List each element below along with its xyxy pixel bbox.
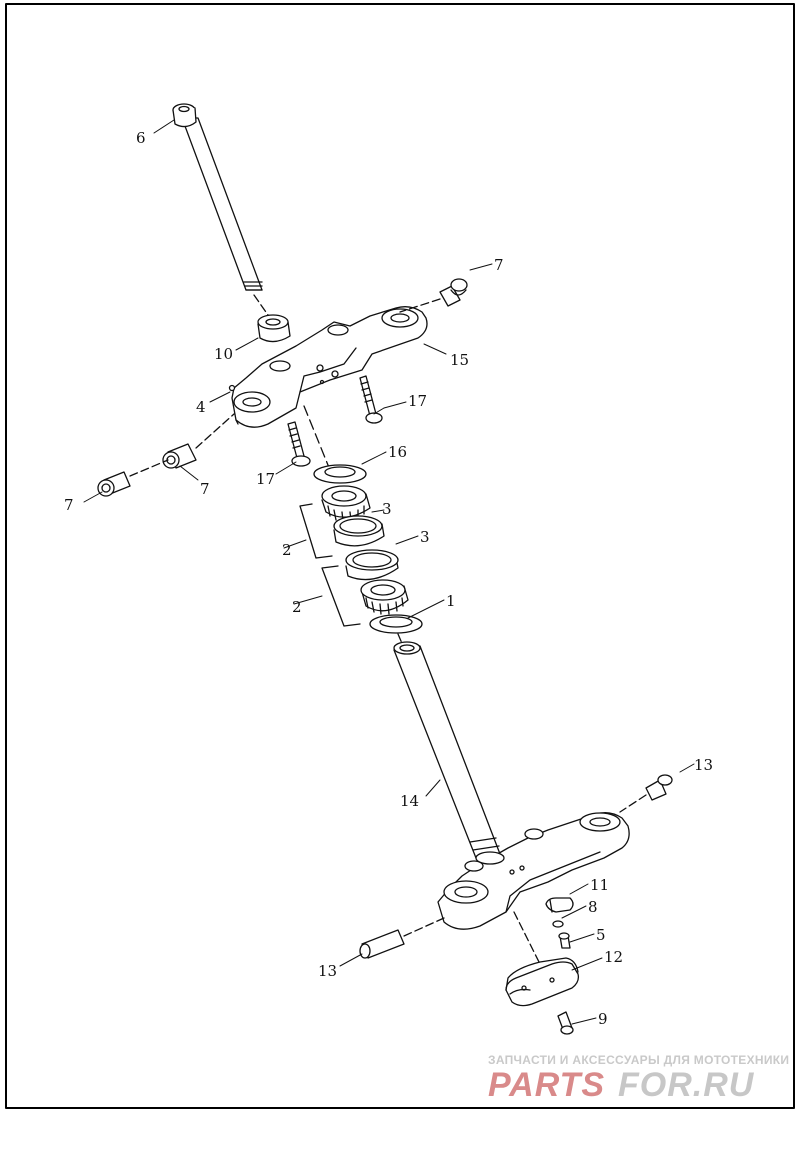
lower-triple-clamp <box>437 812 630 930</box>
callout-12: 12 <box>604 948 623 966</box>
center-axis-upper <box>303 405 331 471</box>
part-15-upper-triple-clamp <box>231 306 428 428</box>
part-9-bolt <box>557 1011 574 1035</box>
callout-16: 16 <box>388 443 407 461</box>
part-3-race-lower <box>345 549 399 581</box>
part-7-bolt-left-lower <box>97 459 169 497</box>
part-4-set-screw <box>228 384 236 392</box>
callout-6: 6 <box>136 129 146 147</box>
callout-7-left-lower: 7 <box>64 496 74 514</box>
part-6-long-bolt <box>172 103 276 326</box>
callout-13-lower: 13 <box>318 962 337 980</box>
callout-1: 1 <box>446 592 456 610</box>
bracket-2 <box>299 503 361 627</box>
part-17-bolt-left <box>287 421 311 467</box>
part-3-race-upper <box>333 515 385 547</box>
callout-3-lower: 3 <box>420 528 430 546</box>
callout-15: 15 <box>450 351 469 369</box>
part-2-bearing-lower <box>360 579 409 615</box>
part-7-bolt-left-upper <box>162 413 235 469</box>
part-13-pin-lower <box>359 917 445 959</box>
callout-9: 9 <box>598 1010 608 1028</box>
center-axis-lower <box>513 911 541 965</box>
part-2-bearing-upper <box>321 485 371 522</box>
callout-14: 14 <box>400 792 419 810</box>
watermark-tagline: ЗАПЧАСТИ И АКСЕССУАРЫ ДЛЯ МОТОТЕХНИКИ <box>488 1053 789 1067</box>
part-13-pin-upper <box>619 774 673 813</box>
watermark-logo-right: FOR.RU <box>618 1066 755 1104</box>
part-10-bushing <box>257 314 291 343</box>
frame-border <box>5 3 795 1109</box>
callout-5: 5 <box>596 926 606 944</box>
callout-4: 4 <box>196 398 206 416</box>
callout-17-right: 17 <box>408 392 427 410</box>
callout-10: 10 <box>214 345 233 363</box>
callout-3-upper: 3 <box>382 500 392 518</box>
callout-2-upper: 2 <box>282 541 292 559</box>
part-1-lower-seal <box>369 614 423 634</box>
part-16-seal-washer <box>313 464 367 484</box>
part-11-clip <box>545 897 574 913</box>
callout-2-lower: 2 <box>292 598 302 616</box>
callout-8: 8 <box>588 898 598 916</box>
callout-11: 11 <box>590 876 609 894</box>
callout-13-upper: 13 <box>694 756 713 774</box>
callout-17-left: 17 <box>256 470 275 488</box>
part-7-bolt-top <box>399 278 468 313</box>
leader-lines <box>83 119 695 1025</box>
part-8-small-washer <box>552 920 564 928</box>
part-12-stop-block <box>505 957 580 1007</box>
part-17-bolt-right <box>359 375 383 424</box>
watermark-logo-left: PARTS <box>488 1066 605 1104</box>
callout-labels: 6 7 10 15 4 17 16 17 7 7 3 3 2 1 2 13 14… <box>64 129 713 1028</box>
watermark: ЗАПЧАСТИ И АКСЕССУАРЫ ДЛЯ МОТОТЕХНИКИ PA… <box>488 1053 789 1104</box>
part-5-small-bolt <box>558 932 571 949</box>
callout-7-top: 7 <box>494 256 504 274</box>
callout-7-left-upper: 7 <box>200 480 210 498</box>
part-14-steering-stem <box>393 641 501 859</box>
